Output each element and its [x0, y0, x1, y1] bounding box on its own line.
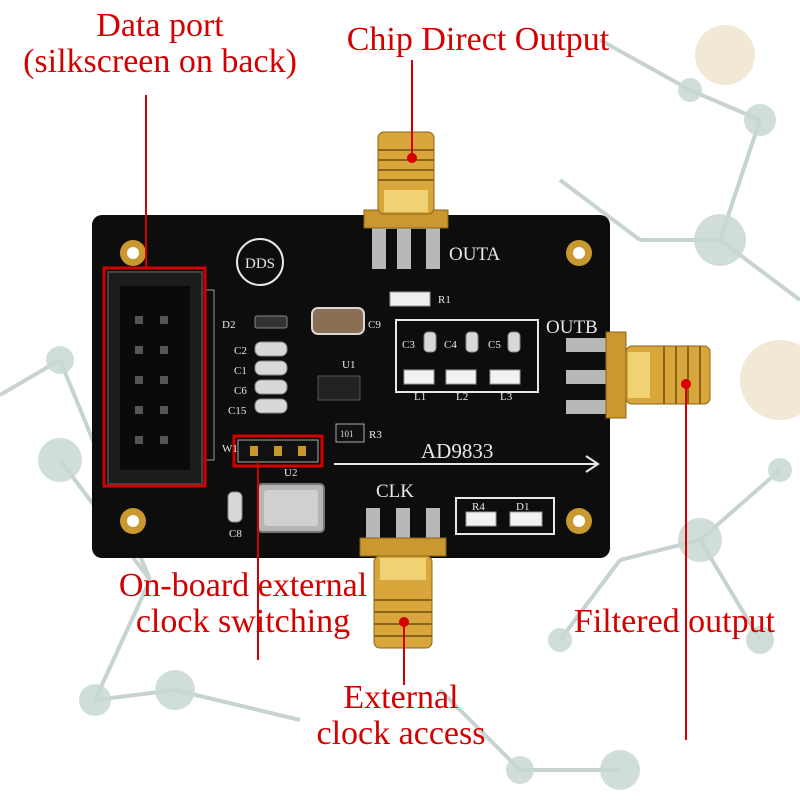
- mounting-hole-bottom-right: [566, 508, 592, 534]
- callout-data-port: Data port (silkscreen on back): [0, 8, 320, 80]
- label-c1: C1: [234, 365, 247, 377]
- label-c2: C2: [234, 345, 247, 357]
- resistor-r3: [335, 423, 365, 443]
- label-w1: W1: [222, 443, 238, 455]
- callout-data-port-line2: (silkscreen on back): [23, 43, 297, 80]
- label-l2: L2: [456, 391, 468, 403]
- signal-arrow-head: [585, 455, 600, 473]
- label-c4: C4: [444, 339, 457, 351]
- label-l1: L1: [414, 391, 426, 403]
- label-c3: C3: [402, 339, 415, 351]
- callout-onboard-clock-switching: On-board external clock switching: [88, 568, 398, 640]
- callout-data-port-line1: Data port: [96, 7, 224, 44]
- label-clk: CLK: [376, 481, 414, 502]
- capacitor-c9: [311, 307, 365, 335]
- filter-section-outline: [395, 319, 539, 393]
- label-d2: D2: [222, 319, 235, 331]
- callout-dot-filtered-output: [681, 379, 691, 389]
- resistor-r1: [389, 291, 431, 307]
- label-c15: C15: [228, 405, 247, 417]
- callout-dot-chip-output: [407, 153, 417, 163]
- label-r1: R1: [438, 294, 451, 306]
- label-u1: U1: [342, 359, 355, 371]
- capacitor-c8: [227, 491, 243, 523]
- label-l3: L3: [500, 391, 513, 403]
- label-c9: C9: [368, 319, 381, 331]
- callout-onboard-clock-line1: On-board external: [118, 567, 368, 604]
- label-u2: U2: [284, 467, 297, 479]
- label-d1: D1: [516, 501, 529, 513]
- label-c8: C8: [229, 528, 242, 540]
- r4-d1-outline: [455, 497, 555, 535]
- clock-switch-highlight-box: [232, 434, 324, 468]
- label-r3-code: 101: [340, 429, 354, 439]
- callout-onboard-clock-line2: clock switching: [135, 603, 351, 640]
- callout-dot-external-clock: [399, 617, 409, 627]
- data-port-highlight-box: [102, 266, 207, 488]
- idc-header-connector: [107, 271, 215, 485]
- logo-dds-text: DDS: [245, 256, 275, 272]
- chip-u1: [317, 375, 361, 401]
- label-c6: C6: [234, 385, 247, 397]
- mounting-hole-top-left: [120, 240, 146, 266]
- dds-logo-circle: [236, 238, 284, 286]
- sma-connector-clk: [359, 508, 447, 649]
- mounting-hole-top-right: [566, 240, 592, 266]
- label-ad9833: AD9833: [421, 439, 493, 463]
- label-c5: C5: [488, 339, 501, 351]
- sma-connector-outa: [363, 131, 449, 269]
- callout-external-clock-access: External clock access: [296, 680, 506, 752]
- label-r3: R3: [369, 429, 382, 441]
- sma-connector-outb: [566, 331, 711, 419]
- callout-chip-direct-output: Chip Direct Output: [346, 21, 610, 58]
- label-outb: OUTB: [546, 317, 598, 338]
- label-outa: OUTA: [449, 244, 501, 265]
- label-r4: R4: [472, 501, 485, 513]
- callout-external-clock-line1: External: [343, 679, 459, 716]
- mounting-hole-bottom-left: [120, 508, 146, 534]
- callout-external-clock-line2: clock access: [316, 715, 486, 752]
- callout-filtered-output: Filtered output: [573, 603, 776, 640]
